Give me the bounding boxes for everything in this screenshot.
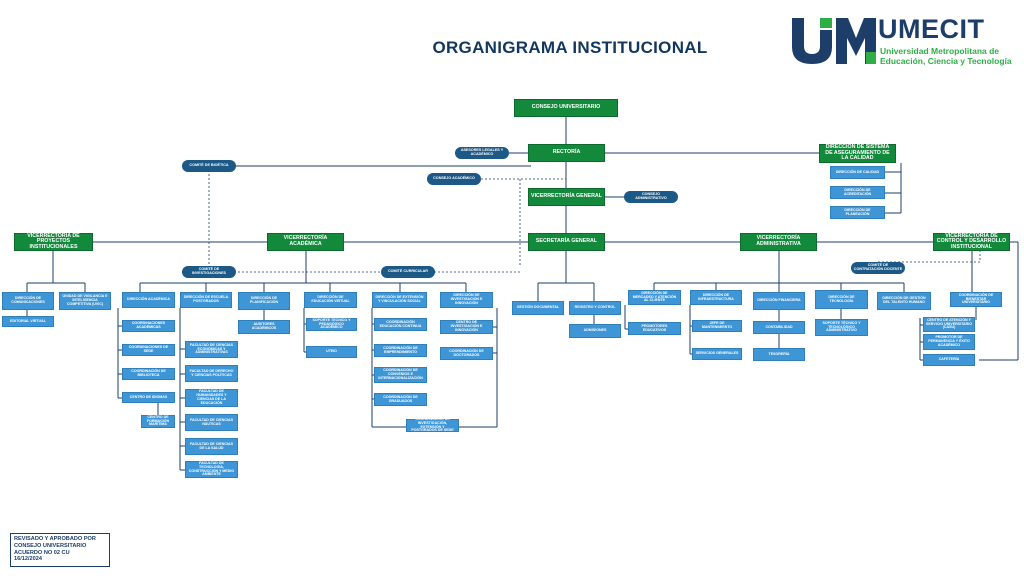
- uteid-box: UTEID: [306, 346, 357, 358]
- umecit-logo: UMECIT Universidad Metropolitana de Educ…: [790, 14, 1015, 66]
- coordinacion-biblioteca-box: COORDINACIÓN DE BIBLIOTECA: [122, 368, 175, 380]
- coordinacion-doctorados-box: COORDINACIÓN DE DOCTORADOS: [440, 347, 493, 360]
- comite-curricular-pill: COMITÉ CURRICULAR: [381, 266, 435, 278]
- direccion-tecnologia-box: DIRECCIÓN DE TECNOLOGÍA: [815, 290, 868, 309]
- coordinaciones-sede-box: COORDINACIONES DE SEDE: [122, 344, 175, 356]
- centro-investigacion-box: CENTRO DE INVESTIGACIÓN E INNOVACIÓN: [440, 320, 493, 334]
- facultad-salud-box: FACULTAD DE CIENCIAS DE LA SALUD: [185, 438, 238, 455]
- facultad-tecnologia-box: FACULTAD DE TECNOLOGÍA, CONSTRUCCIÓN Y M…: [185, 461, 238, 478]
- direccion-academica-box: DIRECCIÓN ACADÉMICA: [122, 292, 175, 308]
- facultad-economicas-box: FACULTAD DE CIENCIAS ECONÓMICAS Y ADMINI…: [185, 341, 238, 358]
- admisiones-box: ADMISIONES: [569, 324, 621, 338]
- facultad-nauticas-box: FACULTAD DE CIENCIAS NÁUTICAS: [185, 414, 238, 431]
- coordinacion-investigacion-sede-box: COORDINACIÓN DE INVESTIGACIÓN, EXTENSIÓN…: [406, 417, 459, 432]
- direccion-comunicaciones-box: DIRECCIÓN DE COMUNICACIONES: [2, 292, 54, 310]
- stamp-line-2: CONSEJO UNIVERSITARIO: [14, 542, 87, 549]
- logo-tagline-1: Universidad Metropolitana de: [880, 46, 1000, 56]
- vicerrectoria-administrativa-box: VICERRECTORÍA ADMINISTRATIVA: [740, 233, 817, 251]
- coordinacion-graduados-box: COORDINACIÓN DE GRADUADOS: [374, 393, 427, 406]
- coordinaciones-academicas-box: COORDINACIONES ACADÉMICAS: [122, 320, 175, 332]
- contabilidad-box: CONTABILIDAD: [753, 321, 805, 334]
- direccion-aseguramiento-calidad-box: DIRECCIÓN DE SISTEMA DE ASEGURAMIENTO DE…: [819, 144, 896, 163]
- vicerrectoria-academica-box: VICERRECTORÍA ACADÉMICA: [267, 233, 344, 251]
- direccion-calidad-box: DIRECCIÓN DE CALIDAD: [830, 166, 885, 179]
- consejo-academico-pill: CONSEJO ACADÉMICO: [427, 173, 481, 185]
- vicerrectoria-general-box: VICERRECTORÍA GENERAL: [528, 188, 605, 206]
- comite-investigaciones-pill: COMITÉ DE INVESTIGACIONES: [182, 266, 236, 278]
- page-title: ORGANIGRAMA INSTITUCIONAL: [432, 38, 708, 57]
- rectoria-box: RECTORÍA: [528, 144, 605, 162]
- asesores-legales-pill: ASESORES LEGALES Y ACADÉMICO: [455, 147, 509, 159]
- vicerrectoria-proyectos-box: VICERRECTORÍA DE PROYECTOS INSTITUCIONAL…: [14, 233, 93, 251]
- direccion-planificacion-box: DIRECCIÓN DE PLANIFICACIÓN: [238, 292, 290, 310]
- facultad-derecho-box: FACULTAD DE DERECHO Y CIENCIAS POLÍTICAS: [185, 365, 238, 382]
- logo-tagline-2: Educación, Ciencia y Tecnología: [880, 56, 1012, 66]
- cafeteria-box: CAFETERÍA: [923, 354, 975, 366]
- direccion-planeacion-box: DIRECCIÓN DE PLANEACIÓN: [830, 206, 885, 219]
- unidad-vigilancia-box: UNIDAD DE VIGILANCIA E INTELIGENCIA COMP…: [59, 292, 111, 310]
- casu-box: CENTRO DE ATENCIÓN Y SERVICIO UNIVERSITA…: [923, 317, 975, 332]
- logo-wordmark: UMECIT: [878, 14, 985, 44]
- consejo-administrativo-pill: CONSEJO ADMINISTRATIVO: [624, 191, 678, 203]
- direccion-educacion-virtual-box: DIRECCIÓN DE EDUCACIÓN VIRTUAL: [304, 292, 357, 308]
- logo-mark-icon: [792, 18, 876, 64]
- stamp-line-3: ACUERDO NO 02 CU: [14, 549, 70, 556]
- direccion-investigacion-box: DIRECCIÓN DE INVESTIGACIÓN E INNOVACIÓN: [440, 292, 493, 308]
- centro-idiomas-box: CENTRO DE IDIOMAS: [122, 392, 175, 403]
- direccion-infraestructura-box: DIRECCIÓN DE INFRAESTRUCTURA: [690, 290, 742, 305]
- coordinacion-convenios-box: COORDINACIÓN DE CONVENIOS E INTERNACIONA…: [374, 367, 427, 383]
- servicios-generales-box: SERVICIOS GENERALES: [692, 348, 742, 360]
- vicerrectoria-control-box: VICERRECTORÍA DE CONTROL Y DESARROLLO IN…: [933, 233, 1010, 251]
- direccion-financiera-box: DIRECCIÓN FINANCIERA: [753, 292, 805, 310]
- direccion-talento-humano-box: DIRECCIÓN DE GESTIÓN DEL TALENTO HUMANO: [877, 292, 931, 310]
- secretaria-general-box: SECRETARÍA GENERAL: [528, 233, 605, 251]
- stamp-line-1: REVISADO Y APROBADO POR: [14, 536, 96, 542]
- coordinacion-emprendimiento-box: COORDINACIÓN DE EMPRENDIMIENTO: [374, 344, 427, 357]
- tesoreria-box: TESORERÍA: [753, 348, 805, 361]
- direccion-extension-box: DIRECCIÓN DE EXTENSIÓN Y VINCULACIÓN SOC…: [372, 292, 427, 308]
- promotor-permanencia-box: PROMOTOR DE PERMANENCIA Y ÉXITO ACADÉMIC…: [923, 334, 975, 350]
- facultad-humanidades-box: FACULTAD DE HUMANIDADES Y CIENCIAS DE LA…: [185, 389, 238, 407]
- promotores-educativos-box: PROMOTORES EDUCATIVOS: [628, 322, 681, 335]
- stamp-line-4: 16/12/2024: [14, 556, 42, 563]
- registro-control-box: REGISTRO Y CONTROL: [569, 301, 621, 315]
- editorial-virtual-box: EDITORIAL VIRTUAL: [2, 316, 54, 327]
- centro-formacion-maritima-box: CENTRO DE FORMACIÓN MARÍTIMA: [141, 415, 175, 428]
- direccion-acreditacion-box: DIRECCIÓN DE ACREDITACIÓN: [830, 186, 885, 199]
- consejo-universitario-box: CONSEJO UNIVERSITARIO: [514, 99, 618, 117]
- auditores-academicos-box: AUDITORES ACADÉMICOS: [238, 320, 290, 334]
- direccion-escuela-postgrados-box: DIRECCIÓN DE ESCUELA POSTGRADOS: [180, 292, 232, 308]
- coordinacion-educacion-continua-box: COORDINACIÓN EDUCACIÓN CONTINUA: [374, 318, 427, 331]
- approval-stamp: REVISADO Y APROBADO POR CONSEJO UNIVERSI…: [10, 533, 110, 567]
- comite-contratacion-docente-pill: COMITÉ DE CONTRATACIÓN DOCENTE: [851, 262, 905, 274]
- comite-bioetica-pill: COMITÉ DE BIOÉTICA: [182, 160, 236, 172]
- gestion-documental-box: GESTIÓN DOCUMENTAL: [512, 301, 564, 315]
- coordinacion-bienestar-box: COORDINACIÓN DE BIENESTAR UNIVERSITARIO: [950, 292, 1002, 307]
- soporte-tecnico-administrativo-box: SOPORTE TÉCNICO Y TECNOLÓGICO ADMINISTRA…: [815, 319, 868, 336]
- direccion-mercadeo-box: DIRECCIÓN DE MERCADEO Y ATENCIÓN AL CLIE…: [628, 290, 681, 305]
- soporte-tecnico-pedagogico-box: SOPORTE TÉCNICO Y PEDAGÓGICO ACADÉMICO: [306, 318, 357, 331]
- jefe-mantenimiento-box: JEFE DE MANTENIMIENTO: [692, 320, 742, 332]
